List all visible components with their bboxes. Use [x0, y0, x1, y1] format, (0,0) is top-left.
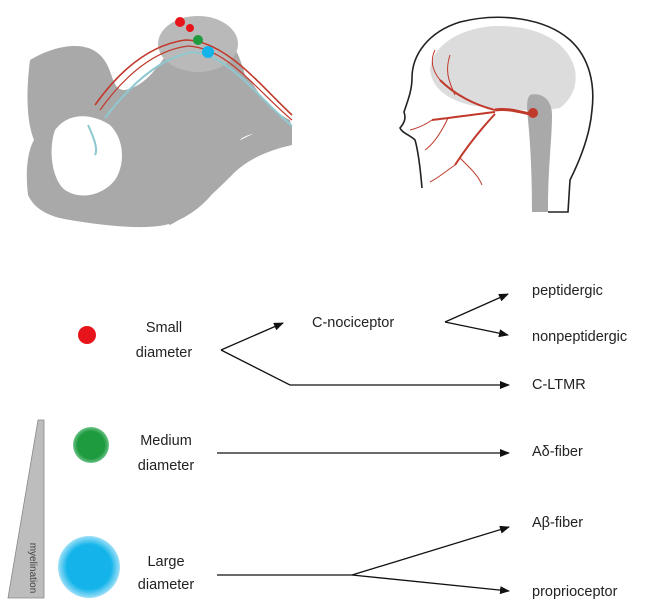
medium-diameter-dot [73, 427, 109, 463]
myelination-label: myelination [27, 543, 38, 594]
drg-green-cell [193, 35, 203, 45]
drg-blue-cell [202, 46, 214, 58]
medium-label-line2: diameter [138, 458, 195, 474]
c-nociceptor-label: C-nociceptor [312, 315, 394, 331]
large-label-line2: diameter [138, 577, 195, 593]
small-diameter-dot [78, 326, 96, 344]
small-label-line1: Small [146, 320, 182, 336]
a-delta-fiber-label: Aδ-fiber [532, 444, 583, 460]
large-label-line1: Large [147, 554, 184, 570]
spinal-white-cavity [52, 116, 122, 195]
arrow-c-nociceptor-to-nonpeptidergic [445, 322, 508, 335]
large-diameter-dot [58, 536, 120, 598]
nonpeptidergic-label: nonpeptidergic [532, 329, 627, 345]
spinal-cord-illustration [27, 16, 292, 227]
arrow-small-to-c-ltmr [221, 350, 509, 385]
small-label-line2: diameter [136, 345, 193, 361]
arrows [217, 294, 509, 591]
arrow-c-nociceptor-to-peptidergic [445, 294, 508, 322]
c-ltmr-label: C-LTMR [532, 377, 586, 393]
peptidergic-label: peptidergic [532, 283, 603, 299]
proprioceptor-label: proprioceptor [532, 584, 618, 600]
a-beta-fiber-label: Aβ-fiber [532, 515, 583, 531]
trigeminal-ganglion-cell [528, 108, 538, 118]
drg-red-cell [175, 17, 185, 27]
arrow-large-to-a-beta [352, 527, 509, 575]
myelination-wedge: myelination [8, 420, 44, 598]
head-trigeminal-illustration [400, 17, 593, 212]
medium-label-line1: Medium [140, 433, 192, 449]
drg-red-cell-2 [186, 24, 194, 32]
arrow-small-to-c-nociceptor [221, 323, 283, 350]
arrow-large-to-proprioceptor [352, 575, 509, 591]
